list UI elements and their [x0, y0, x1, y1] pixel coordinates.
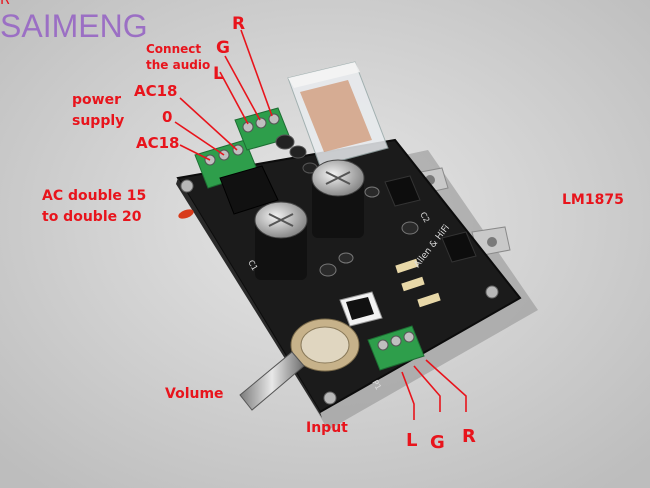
big-capacitor-c1 [254, 201, 308, 280]
led-red [178, 209, 194, 219]
label-top-g: G [216, 38, 230, 58]
small-capacitor [364, 186, 380, 198]
resistor [417, 292, 441, 308]
small-capacitor [319, 263, 337, 277]
small-capacitor [275, 134, 295, 150]
small-capacitor [289, 145, 307, 159]
label-ac18-bottom: AC18 [136, 134, 180, 152]
resistor [395, 258, 419, 274]
label-power-line2: supply [72, 113, 125, 129]
label-input: Input [306, 420, 348, 436]
label-ac-double-line1: AC double 15 [42, 188, 147, 204]
label-top-r: R [232, 14, 246, 34]
label-bottom-g: G [430, 432, 445, 453]
brand-logo: SAIMENG [0, 8, 148, 44]
label-bottom-l: L [406, 430, 418, 451]
label-zero: 0 [162, 108, 173, 126]
mount-hole [485, 285, 499, 299]
volume-potentiometer [239, 318, 360, 411]
relay [287, 61, 389, 167]
label-power-line1: power [72, 92, 121, 108]
big-capacitor-c2 [311, 159, 365, 238]
label-lm1875: LM1875 [562, 192, 624, 208]
lm1875-chip [384, 175, 421, 207]
lm1875-chip [441, 231, 477, 263]
board-silkscreen-p1: P1 [370, 379, 383, 392]
label-top-l: L [213, 64, 224, 84]
resistor [401, 276, 425, 292]
label-bottom-r: R [462, 426, 476, 447]
rectifier-block [219, 165, 279, 215]
label-volume: Volume [165, 386, 224, 402]
mount-hole [323, 391, 337, 405]
label-connect-line2: the audio [146, 58, 211, 72]
mount-hole [180, 179, 194, 193]
small-capacitor [338, 252, 354, 264]
small-capacitor [401, 221, 419, 235]
potentiometer-shaft [239, 351, 305, 411]
label-ac-double-line2: to double 20 [42, 209, 142, 225]
label-connect-line1: Connect [146, 42, 202, 56]
brand-corner-mark: R [0, 0, 10, 8]
label-ac18-top: AC18 [134, 82, 178, 100]
input-terminal-block [367, 325, 425, 371]
annotation-lines [174, 29, 467, 420]
opamp-dip [339, 291, 383, 327]
